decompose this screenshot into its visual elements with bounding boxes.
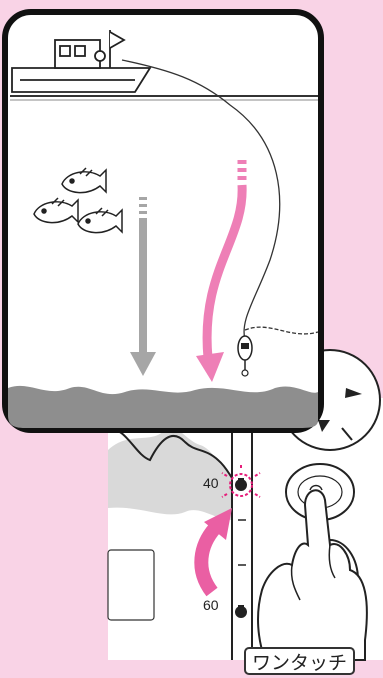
- lure-marker-icon: [235, 606, 247, 618]
- sea-scene-panel: [5, 12, 321, 430]
- depth-label-60: 60: [203, 597, 219, 613]
- depth-label-40: 40: [203, 475, 219, 491]
- lure-marker-icon: [235, 479, 247, 491]
- one-touch-label: ワンタッチ: [244, 647, 355, 675]
